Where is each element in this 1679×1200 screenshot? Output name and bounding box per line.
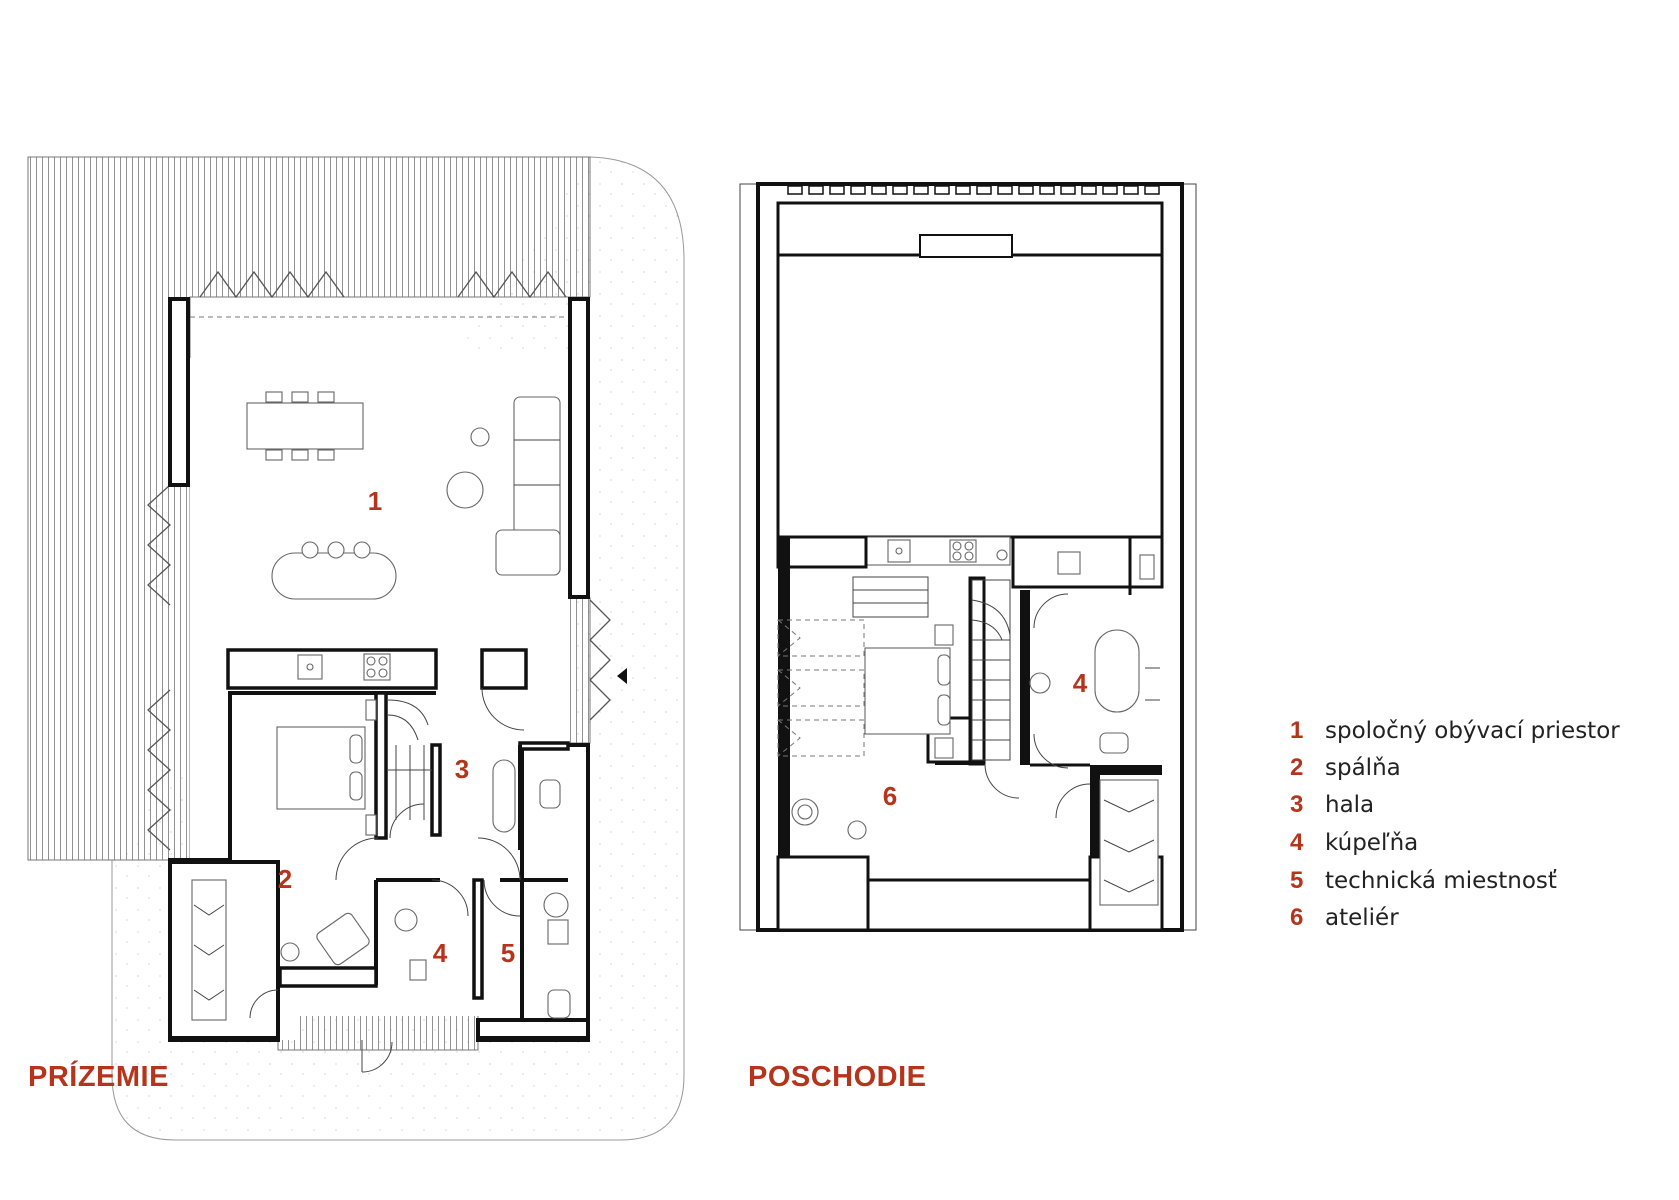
skylight-pane bbox=[850, 185, 866, 195]
entrance-arrow-icon bbox=[617, 668, 627, 684]
legend: 1 spoločný obývací priestor 2 spálňa 3 h… bbox=[1290, 717, 1620, 931]
skylight-pane bbox=[976, 185, 992, 195]
skylight-strip bbox=[787, 185, 1160, 195]
toilet-ground bbox=[539, 779, 561, 809]
shutter-top-left bbox=[199, 270, 345, 299]
ground-floor-title: PRÍZEMIE bbox=[28, 1059, 169, 1093]
legend-label-2: spálňa bbox=[1325, 755, 1401, 781]
room-number-2: 2 bbox=[278, 864, 292, 894]
dining-table bbox=[246, 402, 364, 450]
skylight-pane bbox=[997, 185, 1013, 195]
skylight-pane bbox=[892, 185, 908, 195]
skylight-pane bbox=[1144, 185, 1160, 195]
skylight-pane bbox=[1102, 185, 1118, 195]
skylight-pane bbox=[955, 185, 971, 195]
stairs-upper bbox=[852, 576, 1011, 761]
skylight-pane bbox=[1039, 185, 1055, 195]
oval-table bbox=[271, 552, 397, 600]
skylight-pane bbox=[913, 185, 929, 195]
skylight-pane bbox=[1060, 185, 1076, 195]
shutter-left-lower bbox=[147, 689, 171, 851]
room-number-5: 5 bbox=[501, 938, 515, 968]
room-number-4-upper: 4 bbox=[1073, 668, 1088, 698]
legend-num-1: 1 bbox=[1290, 717, 1303, 744]
bed-upper bbox=[864, 647, 951, 735]
bathtub-upper bbox=[1094, 629, 1140, 713]
side-table bbox=[470, 427, 490, 447]
wardrobe-ground bbox=[191, 879, 227, 1021]
room-number-3: 3 bbox=[455, 754, 469, 784]
legend-label-5: technická miestnosť bbox=[1325, 868, 1557, 894]
coffee-table bbox=[446, 471, 484, 509]
shutter-top-right bbox=[457, 270, 567, 299]
legend-num-5: 5 bbox=[1290, 867, 1303, 894]
armchair bbox=[316, 912, 370, 966]
legend-num-3: 3 bbox=[1290, 791, 1303, 818]
skylight-pane bbox=[1123, 185, 1139, 195]
skylight-pane bbox=[934, 185, 950, 195]
skylight-pane bbox=[1018, 185, 1034, 195]
stairs-ground bbox=[387, 699, 432, 820]
void-over-living bbox=[776, 253, 1164, 539]
shelving-upper bbox=[777, 619, 865, 757]
upper-floor-title: POSCHODIE bbox=[748, 1061, 927, 1093]
legend-num-4: 4 bbox=[1290, 829, 1304, 856]
skylight-pane bbox=[871, 185, 887, 195]
legend-num-2: 2 bbox=[1290, 754, 1303, 781]
room-number-1: 1 bbox=[368, 486, 382, 516]
skylight-pane bbox=[1081, 185, 1097, 195]
shutter-right bbox=[589, 599, 611, 721]
room-number-4: 4 bbox=[433, 938, 448, 968]
legend-label-1: spoločný obývací priestor bbox=[1325, 718, 1620, 744]
legend-label-4: kúpeľňa bbox=[1325, 830, 1418, 856]
ground-floor-plan: 1 2 3 4 5 PRÍZEMIE bbox=[27, 156, 685, 1141]
room-number-6: 6 bbox=[883, 781, 897, 811]
legend-label-6: ateliér bbox=[1325, 905, 1399, 931]
pouf bbox=[280, 942, 300, 962]
skylight-pane bbox=[808, 185, 824, 195]
skylight-pane bbox=[829, 185, 845, 195]
hall-bench bbox=[492, 759, 516, 833]
shutter-left-upper bbox=[147, 484, 171, 606]
skylight-pane bbox=[787, 185, 803, 195]
legend-num-6: 6 bbox=[1290, 904, 1303, 931]
upper-floor-plan: 6 4 POSCHODIE bbox=[739, 182, 1197, 1093]
legend-label-3: hala bbox=[1325, 792, 1374, 818]
